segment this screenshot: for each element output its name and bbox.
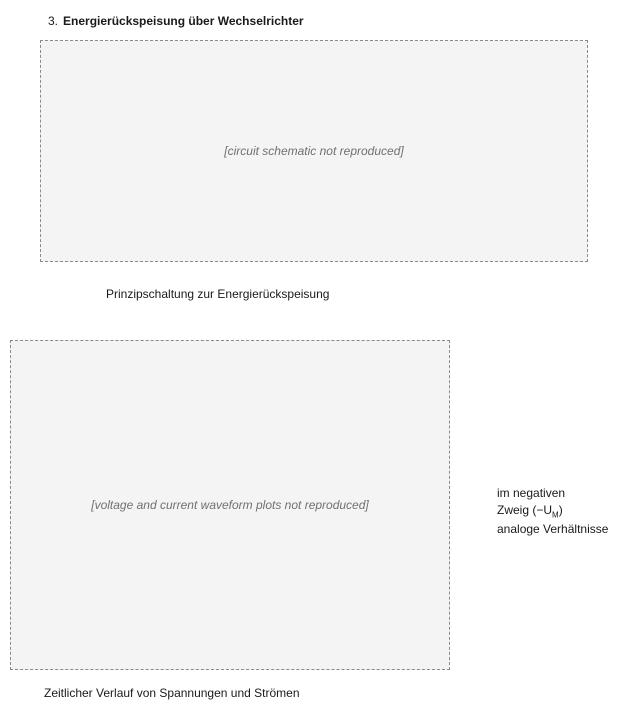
section-heading: 3. Energierückspeisung über Wechselrichte… (48, 14, 304, 28)
note-line-2-subscript: M (552, 510, 559, 520)
note-line-2-prefix: Zweig (−U (497, 503, 553, 518)
section-number: 3. (48, 14, 59, 28)
schematic-placeholder-note: [circuit schematic not reproduced] (224, 143, 404, 158)
note-line-2-suffix: ) (558, 503, 563, 518)
waveform-placeholder: [voltage and current waveform plots not … (10, 340, 450, 670)
negative-branch-note: im negativen Zweig (−UM) analoge Verhält… (497, 485, 608, 539)
note-line-1: im negativen (497, 486, 566, 500)
section-title: Energierückspeisung über Wechselrichter (63, 14, 304, 28)
schematic-placeholder: [circuit schematic not reproduced] (40, 40, 588, 262)
schematic-caption: Prinzipschaltung zur Energierückspeisung (106, 287, 330, 301)
waveform-placeholder-note: [voltage and current waveform plots not … (91, 497, 369, 512)
waveform-caption: Zeitlicher Verlauf von Spannungen und St… (44, 686, 300, 700)
note-line-2: Zweig (−UM) (497, 502, 608, 521)
note-line-3: analoge Verhältnisse (497, 522, 609, 537)
